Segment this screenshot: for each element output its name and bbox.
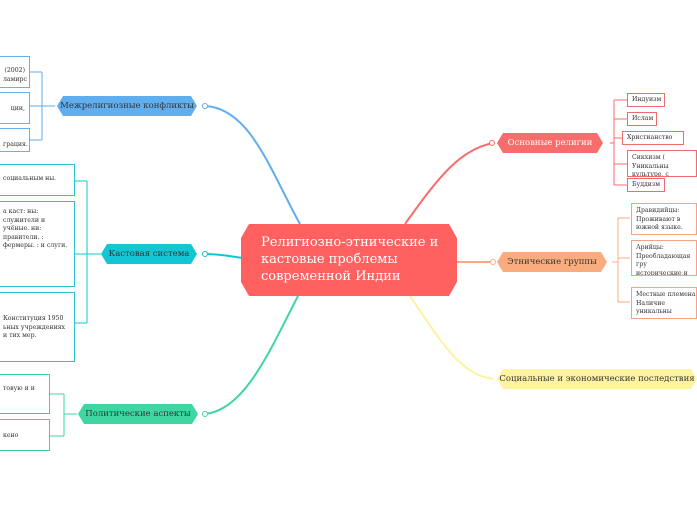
topic-caste-label: Кастовая система xyxy=(108,249,190,259)
leaf-interreligious-2[interactable]: ции, xyxy=(0,92,30,124)
collapse-toggle-interreligious[interactable] xyxy=(202,103,208,109)
topic-religions[interactable]: Основные религии xyxy=(497,133,603,153)
leaf-sikhism[interactable]: Сикхизм ( Уникальны культуре, с акцентом xyxy=(627,150,697,177)
leaf-gujarat-2002[interactable]: (2002) ламирс xyxy=(0,56,30,88)
leaf-tribes[interactable]: Местные племена: Наличие уникальны дискр… xyxy=(631,287,697,319)
topic-religions-label: Основные религии xyxy=(507,138,593,148)
bracket-interreligious xyxy=(30,71,55,141)
leaf-dravidians-title: Дравидийцы: xyxy=(636,207,680,214)
leaf-buddhism[interactable]: Буддизм xyxy=(627,178,665,192)
bracket-political xyxy=(50,393,77,437)
leaf-christianity[interactable]: Христианство xyxy=(622,131,684,145)
leaf-caste-social[interactable]: социальным ны. xyxy=(0,164,75,196)
collapse-toggle-ethnic[interactable] xyxy=(490,259,496,265)
connector-social xyxy=(409,295,494,380)
topic-interreligious[interactable]: Межрелигиозные конфликты xyxy=(57,96,197,116)
connector-religions xyxy=(404,142,494,225)
topic-interreligious-label: Межрелигиозные конфликты xyxy=(60,101,194,111)
leaf-political-2[interactable]: кено xyxy=(0,419,50,451)
central-topic[interactable]: Религиозно-этнические и кастовые проблем… xyxy=(241,224,457,296)
connector-political xyxy=(204,295,299,415)
topic-ethnic-label: Этнические группы xyxy=(507,257,597,267)
topic-political-label: Политические аспекты xyxy=(85,409,191,419)
leaf-hinduism[interactable]: Индуизм xyxy=(627,93,665,107)
topic-political[interactable]: Политические аспекты xyxy=(78,404,198,424)
bracket-ethnic xyxy=(612,217,630,303)
collapse-toggle-caste[interactable] xyxy=(202,251,208,257)
collapse-toggle-political[interactable] xyxy=(202,411,208,417)
collapse-toggle-religions[interactable] xyxy=(489,140,495,146)
leaf-political-1[interactable]: товую и и xyxy=(0,374,50,414)
connector-interreligious xyxy=(204,105,301,225)
leaf-aryans-title: Арийцы: xyxy=(636,244,664,251)
leaf-dravidians[interactable]: Дравидийцы: Проживают в южной языке. xyxy=(631,203,697,235)
central-topic-title: Религиозно-этнические и кастовые проблем… xyxy=(261,235,439,284)
central-shape xyxy=(241,224,457,296)
topic-social-label: Социальные и экономические последствия xyxy=(499,374,695,384)
topic-ethnic[interactable]: Этнические группы xyxy=(497,252,607,272)
bracket-caste xyxy=(75,180,101,324)
topic-caste[interactable]: Кастовая система xyxy=(101,244,197,264)
leaf-islam[interactable]: Ислам xyxy=(627,112,657,126)
leaf-constitution-1950[interactable]: Конституция 1950 ьных учреждениях и тих … xyxy=(0,292,75,362)
leaf-dravidians-body: Проживают в южной языке. xyxy=(636,215,683,232)
leaf-aryans[interactable]: Арийцы: Преобладающая гру исторические и… xyxy=(631,240,697,276)
bracket-religions xyxy=(610,99,627,186)
leaf-aryans-body: Преобладающая гру исторические и лите xyxy=(636,252,691,276)
topic-social[interactable]: Социальные и экономические последствия xyxy=(497,369,697,389)
leaf-tribes-title: Местные племена: xyxy=(636,291,697,298)
connector-caste xyxy=(204,253,244,259)
leaf-tribes-body: Наличие уникальны дискриминация. xyxy=(636,299,690,318)
leaf-migration[interactable]: грация. xyxy=(0,128,30,152)
leaf-caste-varnas[interactable]: а каст: ны: служители и учёные. ни: прав… xyxy=(0,201,75,287)
